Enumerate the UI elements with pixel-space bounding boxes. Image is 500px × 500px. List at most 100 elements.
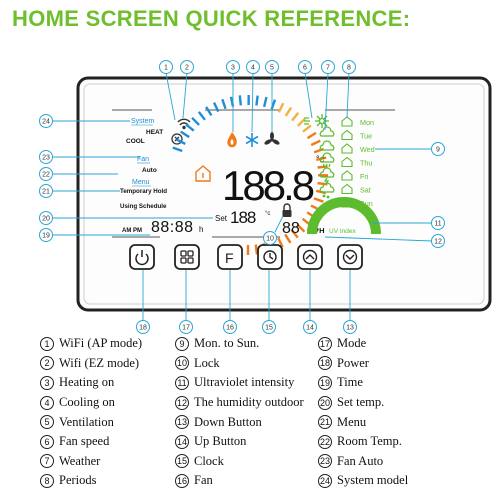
gauge-segment: [255, 95, 259, 106]
legend-number: 22: [318, 434, 332, 449]
legend-item: 23 Fan Auto: [318, 452, 408, 472]
fan-label: Fan: [137, 156, 149, 163]
gauge-segment: [284, 106, 293, 117]
humidity-digits: 88: [282, 220, 300, 237]
legend-number: 3: [40, 375, 54, 390]
fan-icon: F: [225, 250, 234, 266]
legend-text: Mode: [337, 336, 367, 351]
callout-19: 19: [39, 228, 53, 242]
legend-item: 7 Weather: [40, 452, 142, 472]
weather-rain-icon: [319, 152, 335, 168]
legend-number: 7: [40, 454, 54, 469]
svg-text:7: 7: [326, 65, 330, 72]
set-unit: °c: [265, 211, 270, 217]
gauge-segment: [296, 223, 306, 233]
mode-button[interactable]: [174, 244, 200, 270]
day-label: Fri: [360, 172, 369, 181]
heat-label: HEAT: [146, 129, 163, 136]
callout-7: 7: [321, 60, 335, 74]
fan-auto-label: Auto: [142, 167, 157, 174]
gauge-segment: [306, 131, 317, 140]
legend-text: System model: [337, 473, 409, 488]
legend-number: 5: [40, 415, 54, 430]
wifi-ap-icon: [177, 118, 191, 130]
svg-text:15: 15: [265, 325, 273, 332]
gauge-segment: [317, 181, 328, 186]
legend-number: 16: [175, 473, 189, 488]
svg-text:17: 17: [182, 325, 190, 332]
callout-4: 4: [246, 60, 260, 74]
set-label: Set: [215, 214, 228, 223]
day-label: Thu: [360, 159, 372, 168]
svg-text:5: 5: [270, 65, 274, 72]
svg-text:14: 14: [306, 325, 314, 332]
callout-14: 14: [303, 320, 317, 334]
sun-icon: [315, 114, 329, 128]
clock-button[interactable]: [257, 244, 283, 270]
callout-10: 10: [263, 231, 277, 245]
svg-text:16: 16: [226, 325, 234, 332]
period-icon: [341, 156, 353, 168]
svg-text:1: 1: [164, 65, 168, 72]
callout-13: 13: [343, 320, 357, 334]
gauge-segment: [284, 233, 292, 244]
legend-number: 23: [318, 454, 332, 469]
legend-text: Wifi (EZ mode): [59, 355, 140, 370]
gauge-segment: [290, 229, 299, 239]
legend-number: 14: [175, 434, 189, 449]
legend-text: Weather: [59, 453, 101, 468]
svg-text:2: 2: [185, 65, 189, 72]
gauge-segment: [191, 116, 200, 126]
svg-text:6: 6: [303, 65, 307, 72]
fan-button[interactable]: F: [217, 244, 243, 270]
gauge-segment: [302, 124, 312, 133]
gauge-segment: [185, 123, 195, 132]
gauge-segment: [205, 106, 213, 116]
device-bezel: [83, 83, 485, 305]
period-icon: [341, 170, 353, 181]
power-button[interactable]: [129, 244, 155, 270]
svg-text:11: 11: [434, 221, 441, 228]
period-icon: [341, 129, 353, 141]
temporary-hold-label: Temporary Hold: [120, 188, 167, 195]
gauge-segment: [172, 146, 183, 153]
legend-number: 15: [175, 454, 189, 469]
legend-number: 8: [40, 473, 54, 488]
gauge-segment: [296, 117, 306, 127]
legend-text: The humidity outdoor: [194, 395, 304, 410]
up-button[interactable]: [297, 244, 323, 270]
legend-number: 1: [40, 336, 54, 351]
legend-text: Menu: [337, 414, 367, 429]
svg-text:8: 8: [347, 65, 351, 72]
svg-text:21: 21: [42, 189, 50, 196]
legend-text: Heating on: [59, 375, 115, 390]
gauge-segment: [175, 138, 186, 145]
legend-text: Fan Auto: [337, 453, 384, 468]
gauge-segment: [254, 244, 259, 255]
legend-number: 17: [318, 336, 332, 351]
down-button[interactable]: [337, 244, 363, 270]
page-title: HOME SCREEN QUICK REFERENCE:: [12, 6, 411, 31]
lock-icon: [282, 203, 292, 217]
cool-label: COOL: [126, 138, 145, 145]
legend-item: 22 Room Temp.: [318, 432, 408, 452]
uv-index-gauge: UV Index: [307, 197, 381, 235]
weather-snow-icon: [319, 182, 335, 199]
callout-3: 3: [226, 60, 240, 74]
legend-text: Clock: [194, 453, 224, 468]
gauge-segment: [291, 112, 300, 122]
legend-text: Room Temp.: [337, 434, 402, 449]
legend-item: 17 Mode: [318, 334, 408, 354]
schedule-home-icon: [195, 165, 211, 182]
mode-icon: [180, 250, 194, 264]
